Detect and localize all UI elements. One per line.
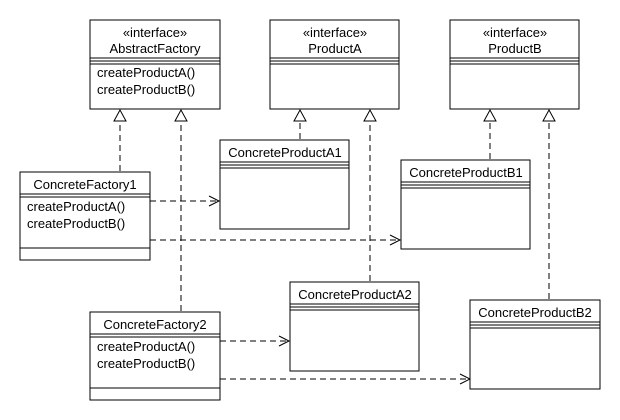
class-abstract-factory[interactable]: «interface» AbstractFactory createProduc… <box>89 19 221 110</box>
class-method: createProductA() <box>27 199 125 214</box>
class-name: ConcreteProductB2 <box>478 305 591 320</box>
class-concrete-factory-2[interactable]: ConcreteFactory2 createProductA() create… <box>89 311 221 401</box>
realization-arrowhead <box>113 108 127 122</box>
class-name: ConcreteProductA1 <box>228 145 341 160</box>
realization-arrowhead <box>293 108 307 122</box>
class-box <box>19 171 151 261</box>
class-name: ConcreteProductA2 <box>298 287 411 302</box>
class-concrete-product-a2[interactable]: ConcreteProductA2 <box>289 281 420 372</box>
realization-arrowhead <box>174 108 188 122</box>
class-concrete-product-b2[interactable]: ConcreteProductB2 <box>469 299 601 390</box>
realization-arrowhead <box>483 108 497 122</box>
class-method: createProductB() <box>97 82 195 97</box>
class-box <box>289 281 420 372</box>
class-concrete-factory-1[interactable]: ConcreteFactory1 createProductA() create… <box>19 171 151 261</box>
class-name: ProductB <box>488 41 541 56</box>
class-product-a[interactable]: «interface» ProductA <box>269 19 400 110</box>
relationships <box>113 108 556 385</box>
class-box <box>89 311 221 401</box>
class-box <box>219 139 350 230</box>
class-stereotype: «interface» <box>483 25 547 40</box>
class-name: ConcreteProductB1 <box>409 165 522 180</box>
class-method: createProductB() <box>97 356 195 371</box>
class-box <box>469 299 601 390</box>
class-name: ProductA <box>308 41 362 56</box>
class-stereotype: «interface» <box>123 25 187 40</box>
class-stereotype: «interface» <box>303 25 367 40</box>
class-name: ConcreteFactory1 <box>33 177 136 192</box>
realization-arrowhead <box>542 108 556 122</box>
class-concrete-product-a1[interactable]: ConcreteProductA1 <box>219 139 350 230</box>
class-name: AbstractFactory <box>109 41 201 56</box>
dependency-arrowhead <box>208 195 221 207</box>
realization-arrowhead <box>363 108 377 122</box>
class-product-b[interactable]: «interface» ProductB <box>449 19 580 110</box>
class-box <box>400 159 531 250</box>
dependency-arrowhead <box>278 335 291 347</box>
dependency-arrowhead <box>389 234 402 246</box>
class-method: createProductA() <box>97 339 195 354</box>
class-concrete-product-b1[interactable]: ConcreteProductB1 <box>400 159 531 250</box>
class-name: ConcreteFactory2 <box>103 317 206 332</box>
class-method: createProductA() <box>97 65 195 80</box>
class-method: createProductB() <box>27 216 125 231</box>
